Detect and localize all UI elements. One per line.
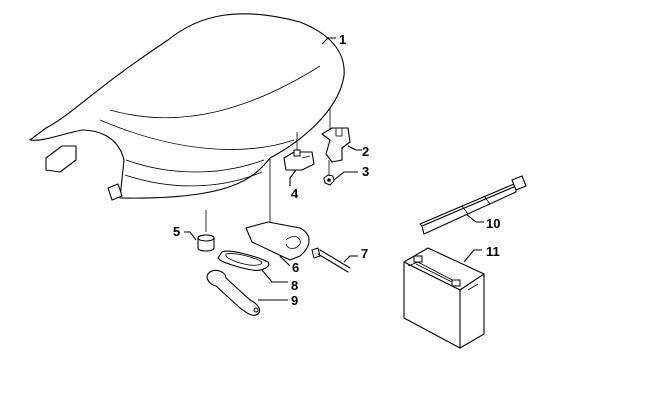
callout-5: 5 [173, 224, 197, 241]
callout-label-11: 11 [486, 244, 500, 259]
nut [323, 160, 335, 186]
battery [403, 247, 485, 349]
latch [321, 108, 351, 163]
bolt [311, 247, 351, 273]
callout-2: 2 [347, 144, 369, 159]
callout-label-1: 1 [339, 32, 346, 47]
callout-label-7: 7 [361, 246, 368, 261]
callout-11: 11 [463, 244, 500, 263]
strap [419, 175, 527, 235]
callout-7: 7 [343, 246, 368, 263]
callout-10: 10 [465, 213, 500, 231]
callout-label-5: 5 [173, 224, 180, 239]
seat [29, 13, 345, 201]
callout-4: 4 [289, 169, 299, 201]
callout-1: 1 [321, 32, 346, 47]
callout-8: 8 [261, 269, 298, 293]
callout-label-2: 2 [362, 144, 369, 159]
seal [217, 250, 270, 271]
bracket [283, 132, 315, 171]
callout-9: 9 [258, 293, 298, 308]
callout-label-10: 10 [486, 216, 500, 231]
callout-label-4: 4 [291, 186, 299, 201]
callout-label-6: 6 [292, 260, 299, 275]
tool-cover [245, 158, 310, 261]
callout-label-3: 3 [362, 164, 369, 179]
callout-label-9: 9 [291, 293, 298, 308]
bumper [197, 210, 215, 252]
callout-label-8: 8 [291, 278, 298, 293]
spanner-wrench [206, 269, 261, 316]
callout-6: 6 [279, 255, 299, 275]
callout-3: 3 [333, 164, 369, 181]
